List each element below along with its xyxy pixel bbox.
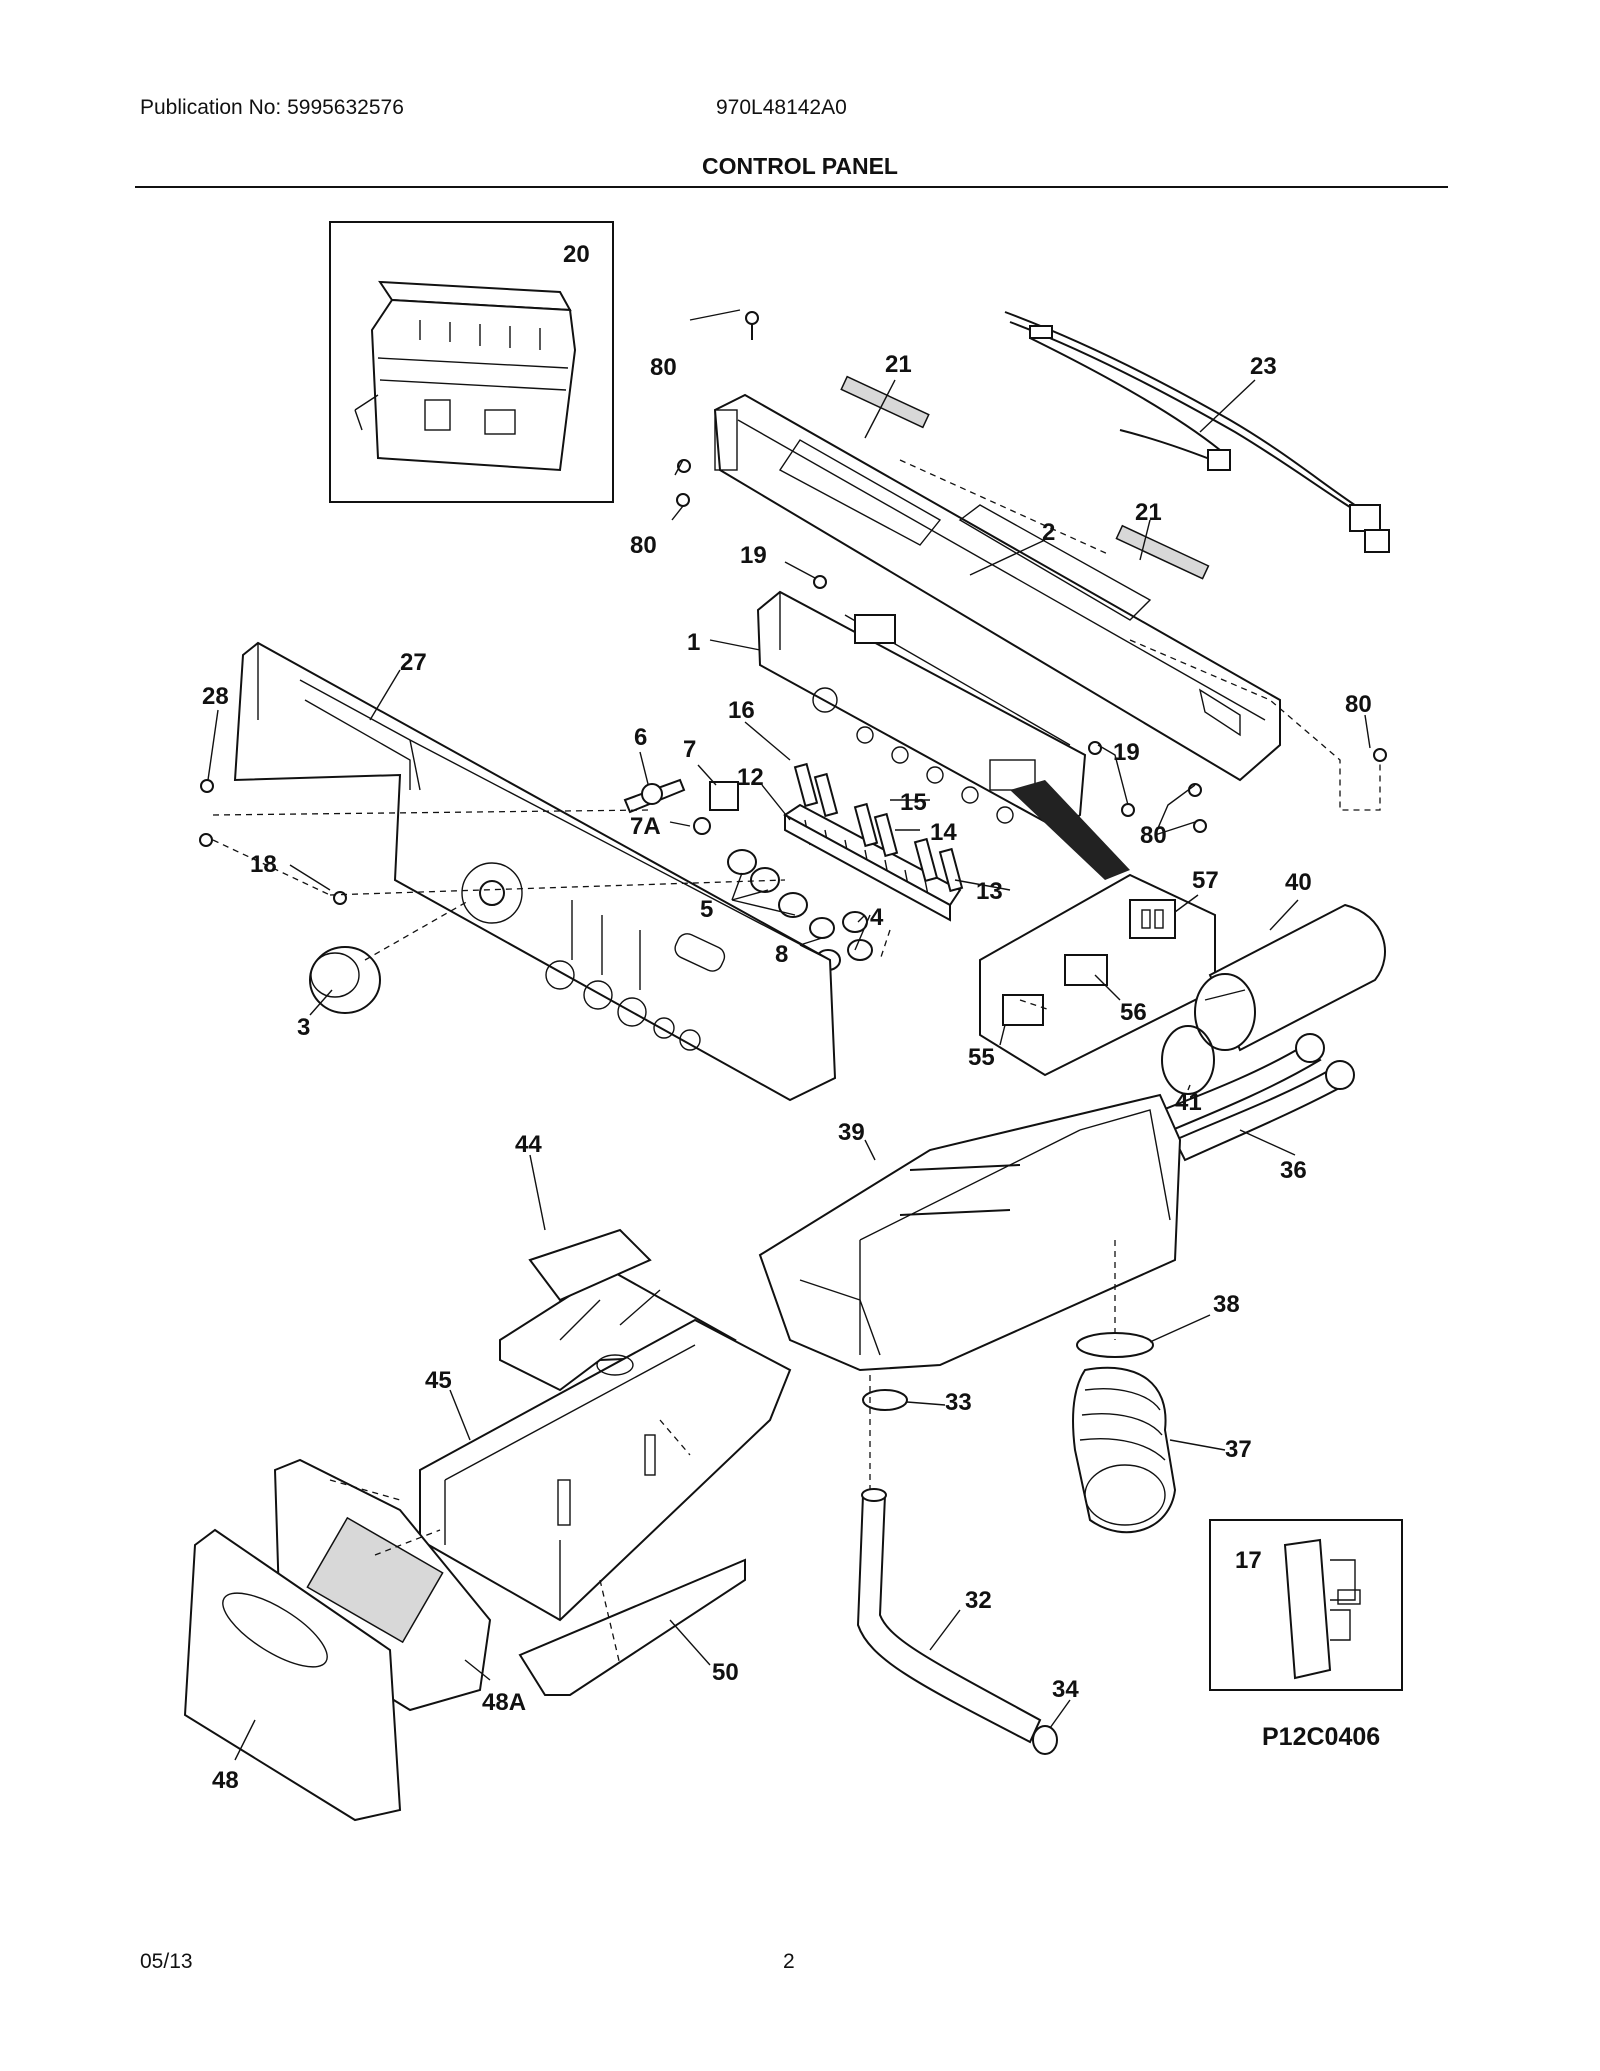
callout-80-mid: 80 [1140,822,1167,849]
callout-16: 16 [728,697,755,724]
siphon-tray [518,1558,746,1696]
callout-40: 40 [1285,869,1312,896]
footer-date: 05/13 [140,1950,193,1973]
inset-pressure-switch [1209,1519,1403,1691]
callout-18: 18 [250,851,277,878]
hose-clamp [1076,1332,1154,1358]
callout-5: 5 [700,896,713,923]
callout-19-right: 19 [1113,739,1140,766]
callout-28: 28 [202,683,229,710]
console-panel [233,641,837,1102]
main-control-board [756,590,1087,832]
callout-8: 8 [775,941,788,968]
callout-3: 3 [297,1014,310,1041]
callout-27: 27 [400,649,427,676]
callout-4: 4 [870,904,884,931]
callout-55: 55 [968,1044,995,1071]
dispenser-bellows [1072,1366,1177,1534]
callout-44: 44 [515,1131,542,1158]
callout-32: 32 [965,1587,992,1614]
key-array [783,803,962,922]
dispenser-housing [758,1093,1182,1372]
clamp-34 [1032,1725,1058,1755]
drawer-front [183,1528,402,1822]
clamp-33 [862,1389,908,1411]
assembly-lines-lower [329,999,1116,1666]
callout-labels: 20 80 21 23 80 2 21 19 1 27 28 80 6 7 16… [202,241,1380,1794]
page-number: 2 [783,1950,795,1973]
callout-57: 57 [1192,867,1219,894]
pump-motor [1194,903,1386,1052]
console-bracket [713,393,1281,782]
callout-41: 41 [1175,1089,1202,1116]
knob [309,946,381,1014]
callout-36: 36 [1280,1157,1307,1184]
callout-20: 20 [563,241,590,268]
callout-80-top: 80 [650,354,677,381]
callout-56: 56 [1120,999,1147,1026]
callout-2: 2 [1042,519,1055,546]
callout-14: 14 [930,819,957,846]
callout-17: 17 [1235,1547,1262,1574]
callout-7a: 7A [630,813,661,840]
callout-50: 50 [712,1659,739,1686]
header-rule [135,186,1448,188]
model-number: 970L48142A0 [716,96,847,119]
callout-7: 7 [683,736,696,763]
callout-45: 45 [425,1367,452,1394]
page-title: CONTROL PANEL [702,153,898,179]
callout-15: 15 [900,789,927,816]
inlet-valves [1148,1033,1355,1162]
leader-lines [207,309,1371,1761]
o-ring [1161,1025,1215,1095]
callout-23: 23 [1250,353,1277,380]
callout-1: 1 [687,629,700,656]
wire-harness [1004,311,1390,553]
display-detail-box [979,873,1216,1077]
callout-33: 33 [945,1389,972,1416]
callout-48a: 48A [482,1689,526,1716]
callout-39: 39 [838,1119,865,1146]
publication-number: Publication No: 5995632576 [140,96,404,119]
encoder-nut [693,817,711,835]
led-lightpipes [793,762,964,893]
callout-48: 48 [212,1767,239,1794]
callout-37: 37 [1225,1436,1252,1463]
inset-control-board [329,221,614,503]
assembly-lines-upper [212,459,1381,961]
encoder [709,781,739,811]
foam-strip-lower [1115,524,1210,580]
display-detail-pointer [1010,780,1130,880]
callout-34: 34 [1052,1676,1079,1703]
foam-strip-upper [840,375,930,429]
drain-hose [856,1488,1042,1744]
callout-21-upper: 21 [885,351,912,378]
callout-12: 12 [737,764,764,791]
callout-80-right: 80 [1345,691,1372,718]
callout-13: 13 [976,878,1003,905]
callout-21-lower: 21 [1135,499,1162,526]
callout-38: 38 [1213,1291,1240,1318]
diagram-code: P12C0406 [1262,1723,1380,1751]
callout-6: 6 [634,724,647,751]
knob-shaft [623,778,686,814]
callout-19-top: 19 [740,542,767,569]
callout-80-left: 80 [630,532,657,559]
